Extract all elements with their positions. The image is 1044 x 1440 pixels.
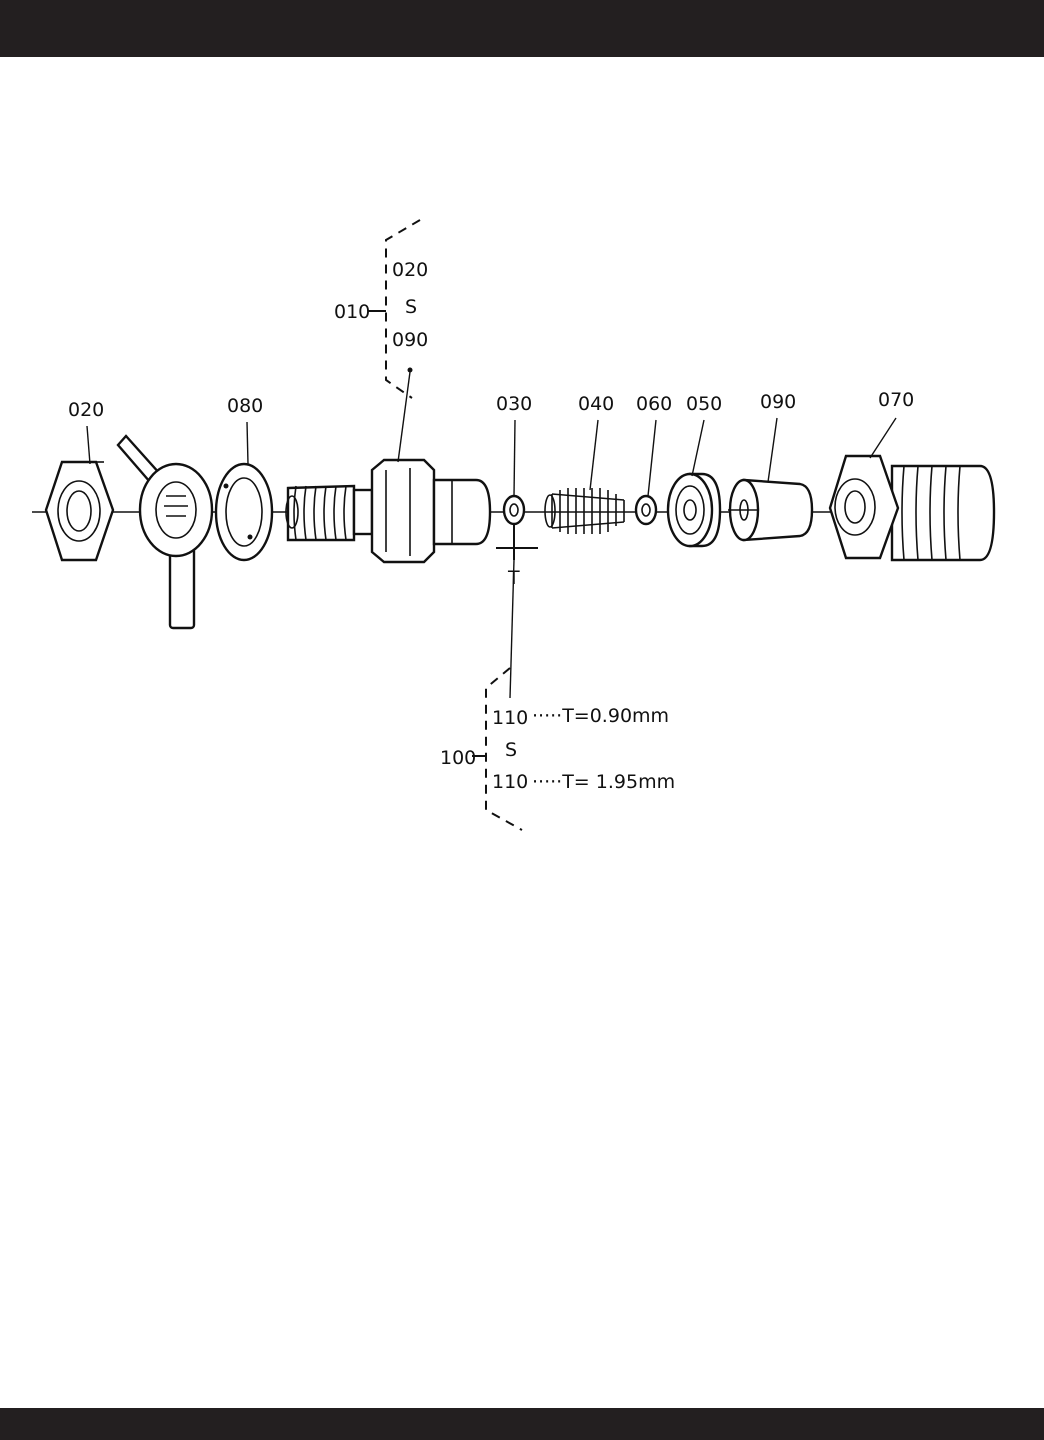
callout-090: 090	[760, 391, 796, 413]
group-100-last-spec: ·····T= 1.95mm	[532, 771, 675, 793]
header-bar	[0, 0, 1044, 57]
banjo-eye-fitting	[116, 434, 214, 630]
callout-020-left: 020	[68, 399, 104, 421]
group-100-first-spec: ·····T=0.90mm	[532, 705, 669, 727]
group-100-label: 100	[440, 747, 476, 769]
callout-030: 030	[496, 393, 532, 415]
part-060-stopper	[634, 494, 658, 526]
footer-bar	[0, 1408, 1044, 1440]
group-010-last: 090	[392, 329, 428, 351]
nozzle-holder-body	[285, 458, 492, 564]
assembly-group-010: 010 020 S 090	[334, 219, 428, 399]
part-030-shim	[496, 494, 538, 560]
part-090-nozzle	[728, 478, 814, 542]
group-100-range: S	[505, 739, 517, 761]
callout-040: 040	[578, 393, 614, 415]
group-010-first: 020	[392, 259, 428, 281]
callout-080: 080	[227, 395, 263, 417]
part-070-retaining-nut	[828, 454, 996, 562]
group-010-range: S	[405, 296, 417, 318]
part-050-seat	[666, 472, 722, 548]
callout-050: 050	[686, 393, 722, 415]
group-010-label: 010	[334, 301, 370, 323]
callout-070: 070	[878, 389, 914, 411]
callout-060: 060	[636, 393, 672, 415]
group-100-last: 110	[492, 771, 528, 793]
callout-leaders	[86, 367, 897, 699]
part-040-spring	[544, 488, 625, 534]
part-080-washer	[214, 462, 274, 562]
shim-group-100: 100 110 ·····T=0.90mm S 110 ·····T= 1.95…	[440, 667, 675, 831]
shim-thickness-marker: T	[507, 567, 520, 589]
part-020-hex-nut	[44, 460, 115, 562]
group-100-first: 110	[492, 707, 528, 729]
